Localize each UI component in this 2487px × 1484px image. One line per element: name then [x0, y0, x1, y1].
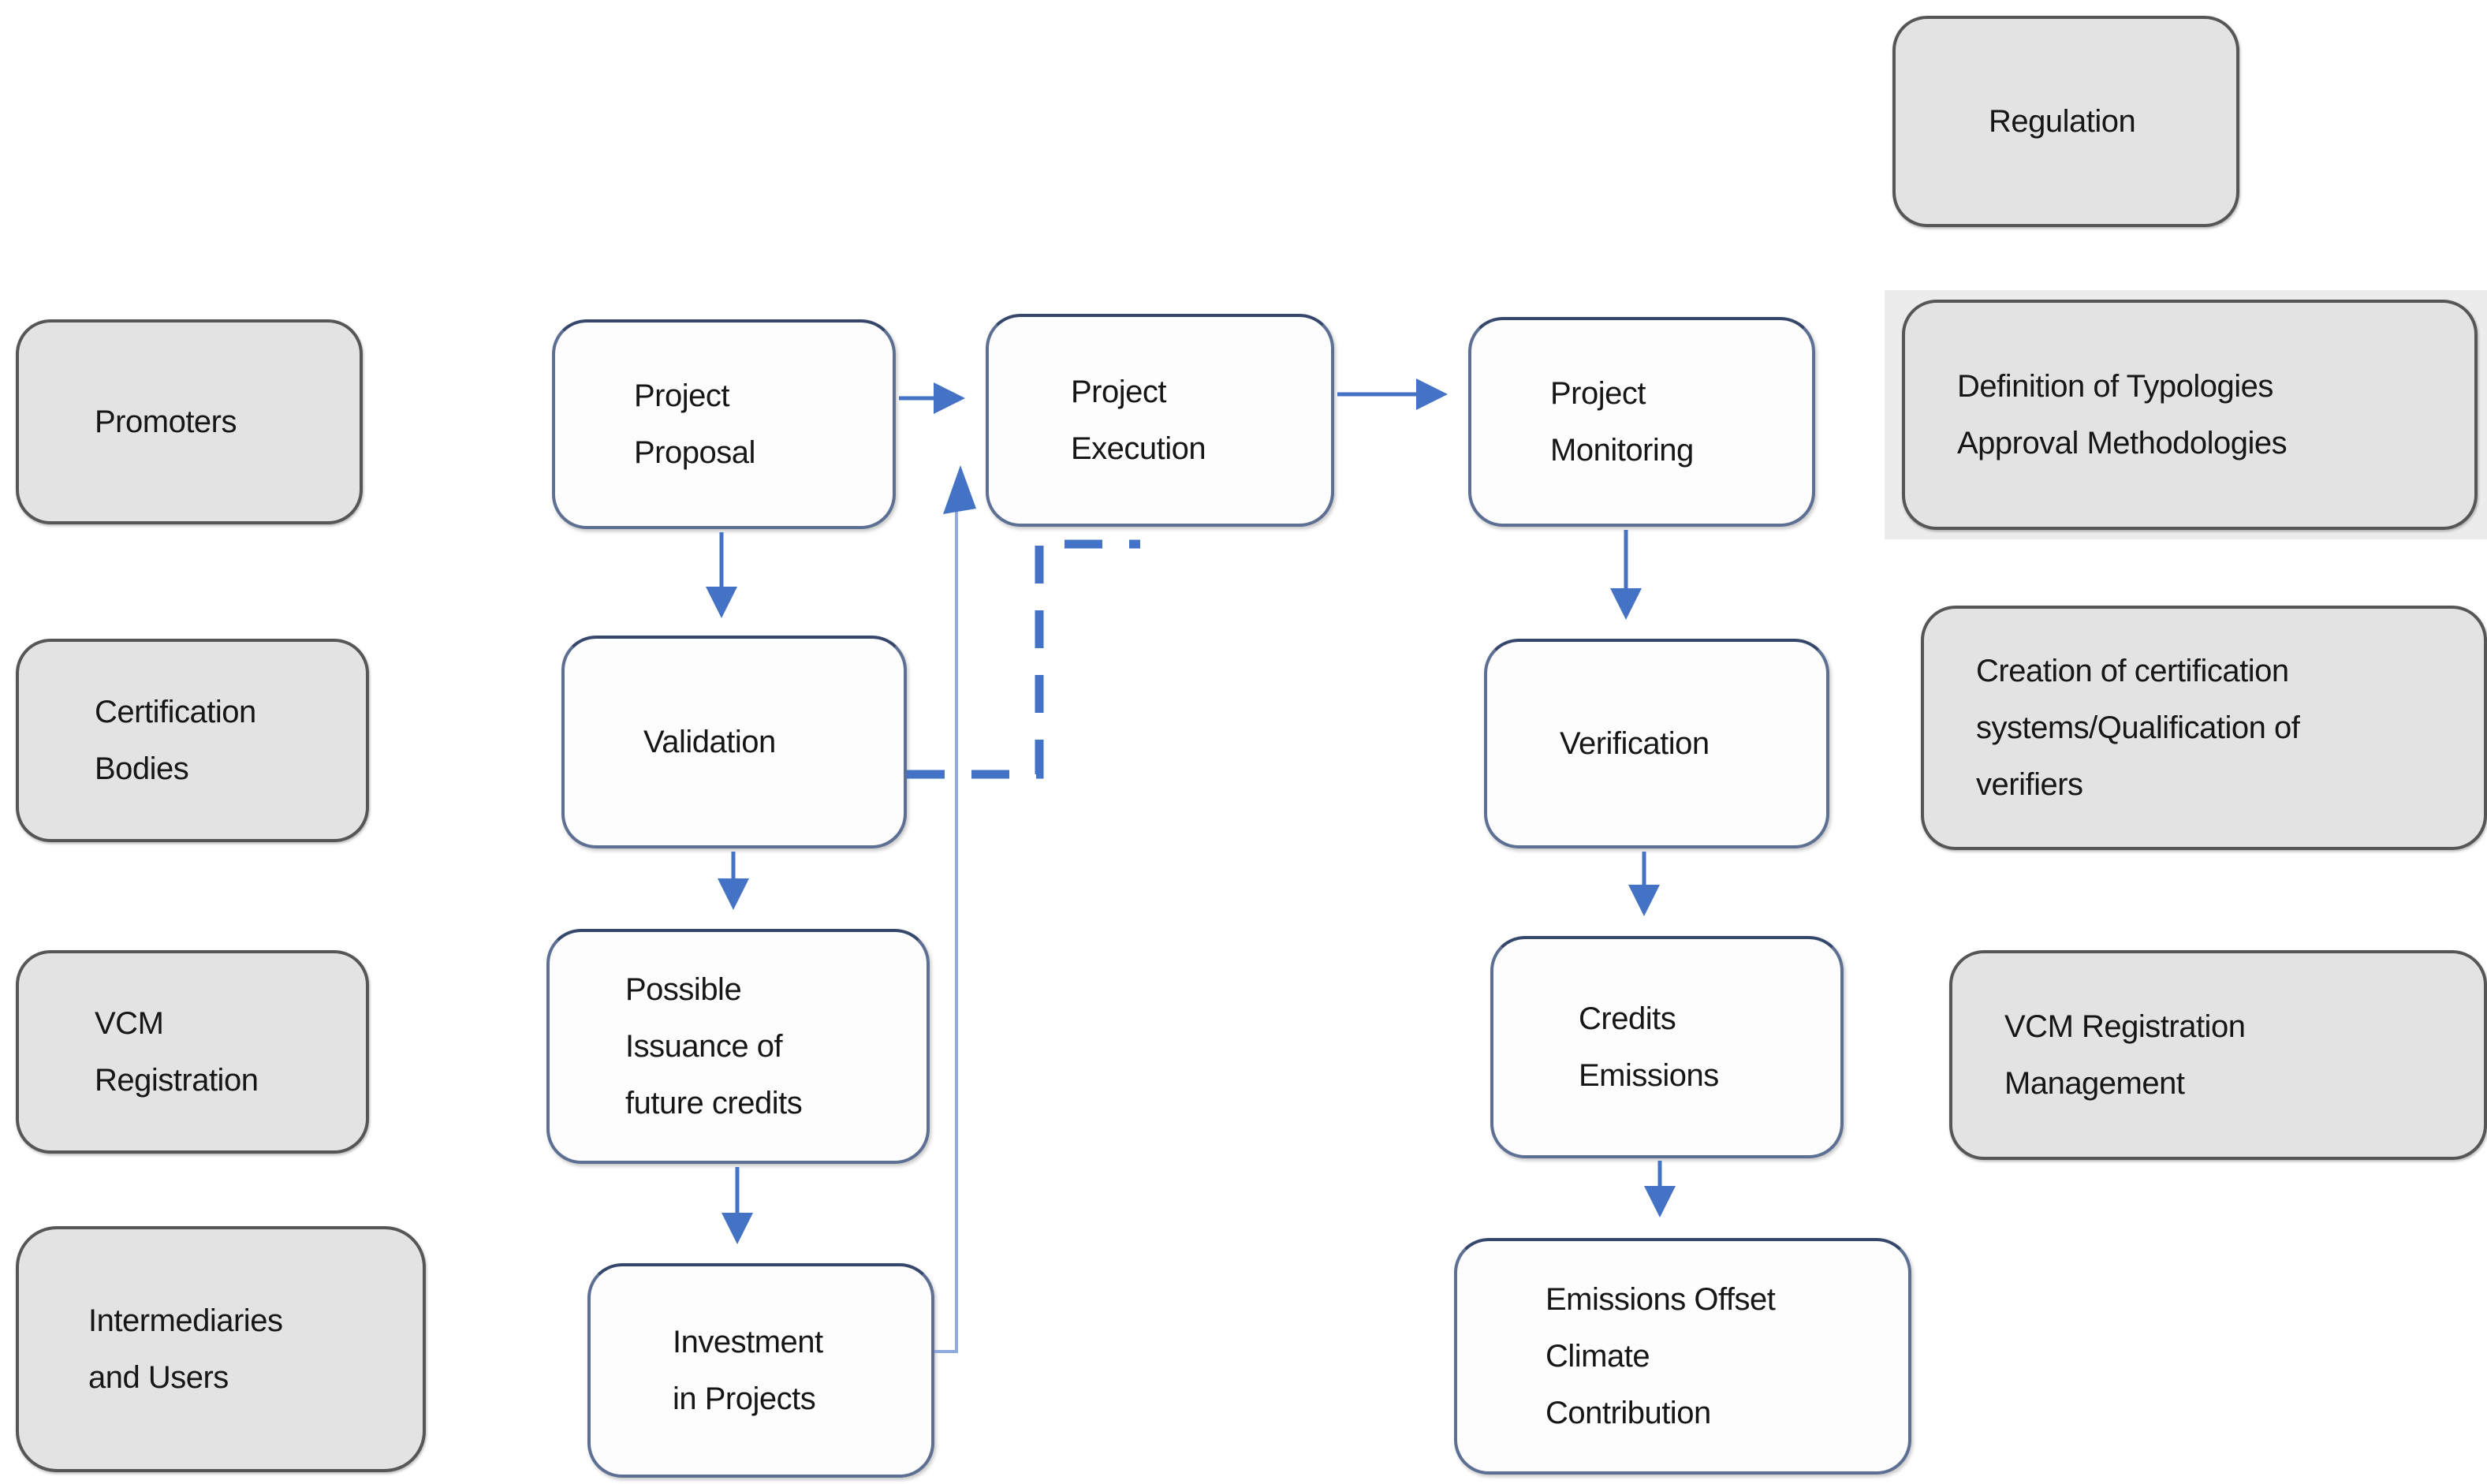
- node-intermediaries-and-users-label: Intermediaries and Users: [88, 1303, 283, 1395]
- node-intermediaries-and-users: Intermediaries and Users: [16, 1226, 426, 1472]
- node-definition-typologies: Definition of Typologies Approval Method…: [1902, 300, 2478, 530]
- node-credits-emissions-label: Credits Emissions: [1579, 1001, 1719, 1093]
- node-project-proposal: Project Proposal: [552, 319, 896, 529]
- node-credits-emissions: Credits Emissions: [1490, 936, 1844, 1158]
- node-verification-label: Verification: [1560, 726, 1710, 761]
- node-investment-in-projects: Investment in Projects: [587, 1263, 934, 1478]
- node-vcm-registration: VCM Registration: [16, 950, 369, 1154]
- node-project-monitoring-label: Project Monitoring: [1550, 376, 1694, 468]
- node-investment-in-projects-label: Investment in Projects: [673, 1325, 823, 1416]
- node-validation: Validation: [561, 636, 907, 848]
- node-regulation-label: Regulation: [1989, 104, 2136, 139]
- node-possible-issuance: Possible Issuance of future credits: [546, 929, 930, 1164]
- node-project-execution: Project Execution: [986, 314, 1334, 527]
- node-definition-typologies-label: Definition of Typologies Approval Method…: [1957, 369, 2288, 460]
- node-promoters-label: Promoters: [95, 405, 237, 439]
- node-possible-issuance-label: Possible Issuance of future credits: [625, 972, 803, 1120]
- node-certification-bodies: Certification Bodies: [16, 639, 369, 842]
- node-verification: Verification: [1484, 639, 1829, 848]
- node-validation-label: Validation: [643, 725, 776, 759]
- node-creation-certification-label: Creation of certification systems/Qualif…: [1976, 654, 2300, 802]
- feedback-line-investment-to-execution: [934, 511, 958, 1353]
- node-vcm-registration-management: VCM Registration Management: [1949, 950, 2487, 1160]
- node-emissions-offset: Emissions Offset Climate Contribution: [1454, 1238, 1911, 1475]
- node-project-execution-label: Project Execution: [1071, 375, 1206, 466]
- node-creation-certification: Creation of certification systems/Qualif…: [1921, 606, 2487, 850]
- node-emissions-offset-label: Emissions Offset Climate Contribution: [1546, 1282, 1776, 1430]
- node-project-monitoring: Project Monitoring: [1468, 317, 1815, 527]
- node-project-proposal-label: Project Proposal: [634, 378, 755, 470]
- dashed-line-validation-to-execution: [907, 539, 1140, 779]
- node-promoters: Promoters: [16, 319, 363, 524]
- node-certification-bodies-label: Certification Bodies: [95, 695, 256, 786]
- node-vcm-registration-management-label: VCM Registration Management: [2004, 1009, 2246, 1101]
- node-vcm-registration-label: VCM Registration: [95, 1006, 259, 1098]
- node-regulation: Regulation: [1892, 16, 2239, 227]
- feedback-arrowhead-icon: [943, 465, 976, 514]
